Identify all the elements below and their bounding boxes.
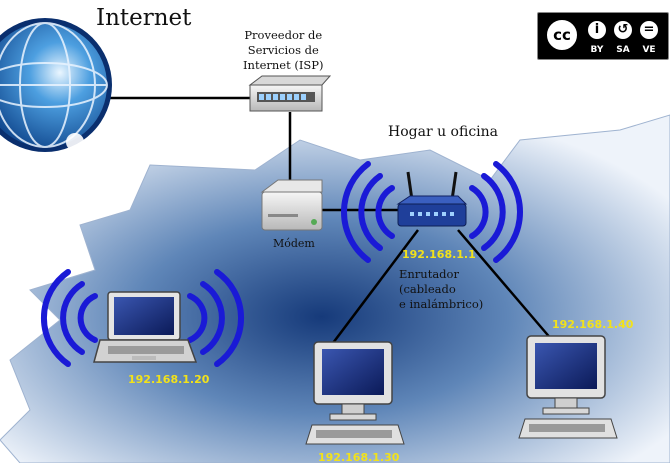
- modem-label: Módem: [273, 237, 315, 250]
- isp-switch-icon: [248, 75, 332, 112]
- router-label-line-3: e inalámbrico): [399, 297, 484, 311]
- router-label-line-1: Enrutador: [399, 267, 459, 281]
- pc1-icon: [305, 341, 405, 445]
- pc2-ip-label: 192.168.1.40: [552, 318, 634, 331]
- router-label: Enrutador (cableado e inalámbrico): [399, 267, 483, 312]
- isp-label-line-3: Internet (ISP): [243, 58, 324, 72]
- no-derivatives-icon: =: [638, 19, 660, 41]
- connection-lines: [110, 96, 553, 344]
- router-ip-label: 192.168.1.1: [402, 248, 476, 261]
- cc-license-badge[interactable]: cc i ↺ = BY SA VE: [537, 12, 669, 60]
- isp-label: Proveedor de Servicios de Internet (ISP): [243, 28, 324, 73]
- modem-icon: [260, 179, 323, 231]
- share-alike-icon: ↺: [612, 19, 634, 41]
- router-pc1-link: [332, 229, 419, 344]
- internet-globe-icon: [0, 18, 112, 152]
- router-label-line-2: (cableado: [399, 282, 456, 296]
- home-office-label: Hogar u oficina: [388, 124, 499, 140]
- isp-label-line-2: Servicios de: [247, 43, 319, 57]
- router-icon: [396, 171, 468, 227]
- router-pc2-link: [457, 229, 553, 341]
- cc-logo-icon: cc: [544, 17, 580, 53]
- license-tag-sa: SA: [616, 45, 630, 55]
- laptop-ip-label: 192.168.1.20: [128, 373, 210, 386]
- license-tag-ve: VE: [642, 45, 656, 55]
- isp-label-line-1: Proveedor de: [244, 28, 323, 42]
- laptop-wifi-icon: [40, 269, 245, 367]
- license-tag-by: BY: [590, 45, 604, 55]
- pc2-icon: [518, 335, 618, 439]
- router-wifi-icon: [341, 161, 523, 263]
- pc1-ip-label: 192.168.1.30: [318, 451, 400, 464]
- internet-label: Internet: [96, 5, 192, 31]
- attribution-icon: i: [586, 19, 608, 41]
- laptop-icon: [93, 291, 198, 363]
